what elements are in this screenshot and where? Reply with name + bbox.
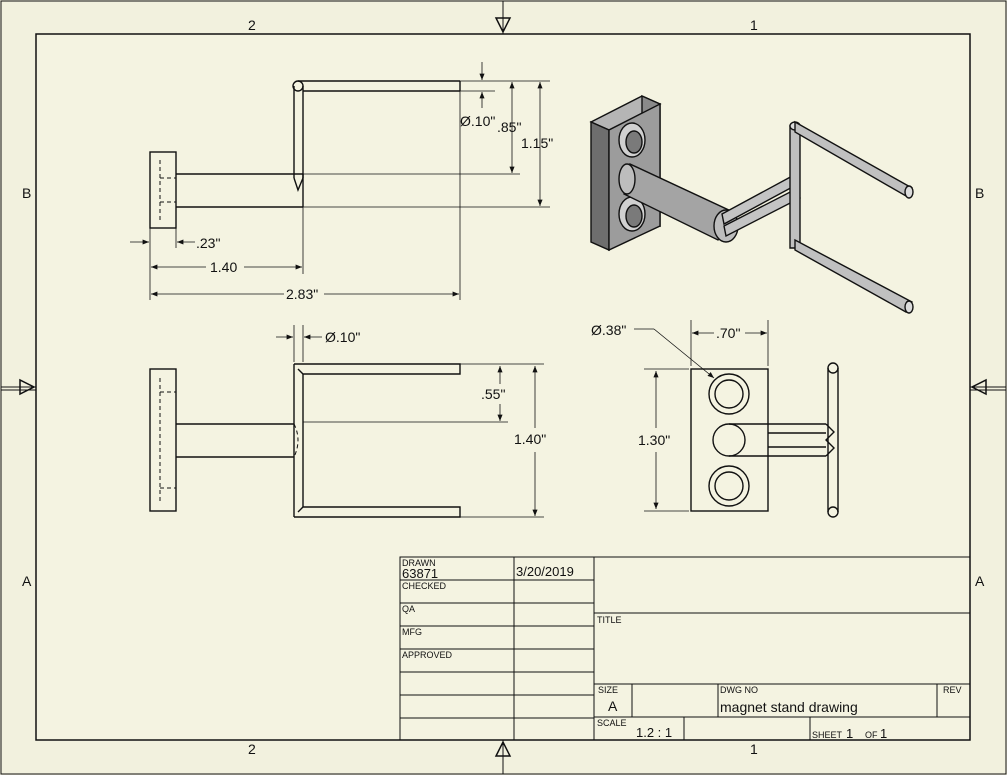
dim-front-023: .23"	[196, 235, 220, 251]
title-block	[399, 556, 971, 741]
dim-top-diameter: Ø.10"	[325, 329, 360, 345]
dim-top-055: .55"	[481, 386, 505, 402]
sheet-label: SHEET	[812, 730, 843, 740]
title-label: TITLE	[597, 615, 622, 625]
drawn-label: DRAWN	[402, 558, 436, 568]
of-label: OF	[865, 730, 878, 740]
top-view	[149, 363, 461, 518]
dwg-no-label: DWG NO	[720, 685, 758, 695]
zone-bottom-1: 1	[750, 741, 758, 757]
zone-top-2: 2	[248, 17, 256, 33]
zone-right-A: A	[975, 573, 985, 589]
dim-front-115: 1.15"	[521, 135, 553, 151]
dim-top-140: 1.40"	[514, 431, 546, 447]
center-arrow-left-icon	[19, 378, 36, 396]
mfg-label: MFG	[402, 627, 422, 637]
sheet-number: 1	[846, 726, 853, 741]
zone-left-B: B	[22, 185, 31, 201]
size-value: A	[608, 698, 618, 714]
zone-left-A: A	[22, 573, 32, 589]
side-view-dimensions	[634, 320, 769, 512]
drawn-date: 3/20/2019	[516, 564, 574, 579]
dwg-no-value: magnet stand drawing	[720, 699, 858, 715]
size-label: SIZE	[598, 685, 618, 695]
dim-side-diameter: Ø.38"	[591, 322, 626, 338]
rev-label: REV	[943, 685, 962, 695]
drawing-border	[35, 33, 971, 741]
isometric-view	[589, 94, 914, 314]
top-view-dimensions	[276, 325, 544, 518]
dim-front-283: 2.83"	[286, 286, 318, 302]
dim-side-070: .70"	[716, 325, 740, 341]
scale-label: SCALE	[597, 718, 627, 728]
side-view	[690, 362, 839, 518]
sheet-total: 1	[880, 726, 887, 741]
center-arrow-top-icon	[494, 17, 512, 34]
front-view-dimensions	[130, 62, 550, 300]
checked-label: CHECKED	[402, 581, 447, 591]
center-arrow-bottom-icon	[494, 740, 512, 757]
center-arrow-right-icon	[970, 378, 987, 396]
approved-label: APPROVED	[402, 650, 453, 660]
zone-right-B: B	[975, 185, 984, 201]
dim-front-diameter: Ø.10"	[460, 113, 495, 129]
scale-value: 1.2 : 1	[636, 725, 672, 740]
drawn-by: 63871	[402, 566, 438, 581]
dim-front-085: .85"	[497, 119, 521, 135]
dim-front-140: 1.40	[210, 259, 237, 275]
zone-top-1: 1	[750, 17, 758, 33]
front-view	[149, 80, 461, 229]
zone-bottom-2: 2	[248, 741, 256, 757]
qa-label: QA	[402, 604, 415, 614]
dim-side-130: 1.30"	[638, 432, 670, 448]
